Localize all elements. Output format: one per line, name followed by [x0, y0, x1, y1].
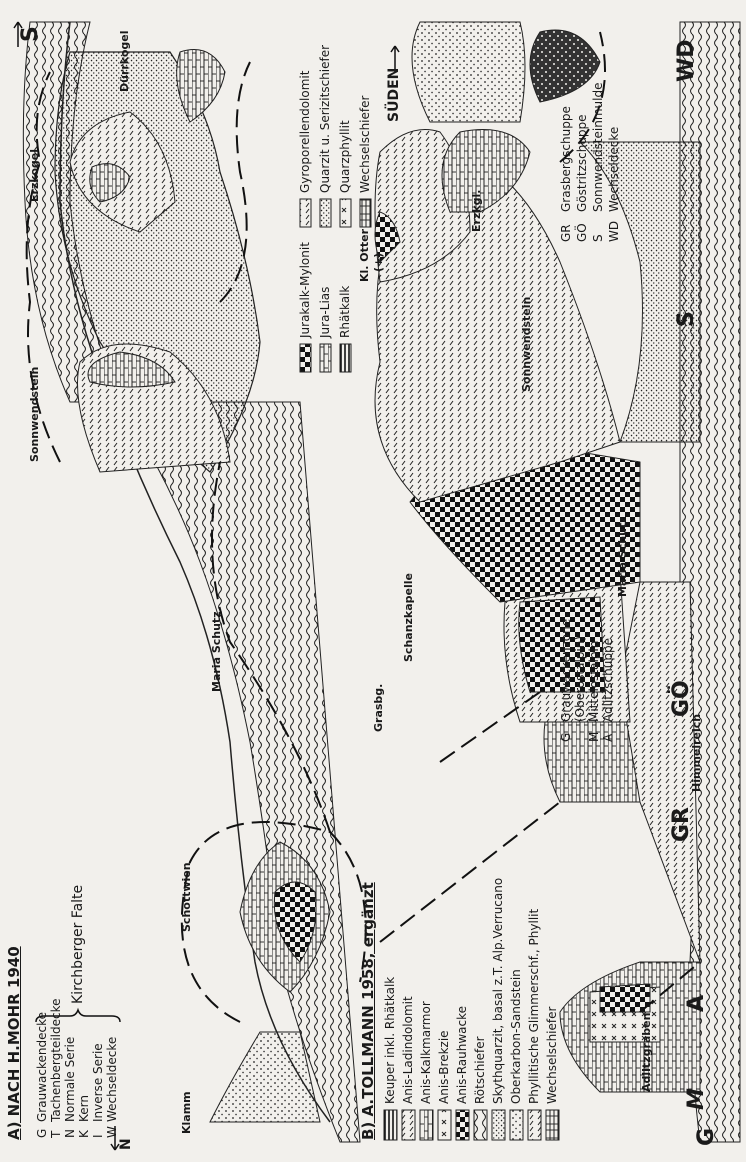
legend-b-7: Skythquarzit, basal z.T. Alp.Verrucano: [492, 878, 505, 1104]
unit-g: G: [700, 1128, 713, 1146]
place-sonnwendstein-b: Sonnwendstein: [520, 297, 533, 392]
legend-mid-2: Jura-Lias: [319, 287, 332, 338]
legend-b-1: Keuper inkl. Rhätkalk: [384, 977, 397, 1104]
north-label: N: [120, 1138, 133, 1150]
south-label-b: SÜDEN: [388, 68, 401, 122]
section-a-title: A) NACH H.MOHR 1940: [8, 946, 21, 1140]
abbrev-right-text-4: Wechseldecke: [608, 127, 621, 212]
abbrev-right-text-2: Göstritzschuppe: [576, 114, 589, 212]
legend-b-9: Phyllitische Glimmerschf., Phyllit: [528, 909, 541, 1104]
south-label-a: S: [24, 26, 37, 42]
legend-right-2: Quarzit u. Serizitschiefer: [319, 45, 332, 193]
legend-code-g: G: [36, 1129, 49, 1138]
legend-code-k: K: [78, 1130, 91, 1138]
legend-b-6: Rötschiefer: [474, 1036, 487, 1104]
legend-code-w: W: [106, 1126, 119, 1138]
legend-right-1: Gyroporellendolomit: [299, 71, 312, 193]
place-grasbg: Grasbg.: [372, 684, 385, 732]
legend-b-4: Anis-Brekzie: [438, 1030, 451, 1104]
section-b-title: B) A.TOLLMANN 1958, ergänzt: [362, 882, 375, 1140]
section-b-profile: [375, 22, 740, 1142]
abbrev-left-text-4: Adlitzschuppe: [602, 638, 615, 722]
place-himmelreich: Himmelreich: [690, 714, 703, 792]
unit-a: A: [690, 995, 703, 1012]
unit-m: M: [690, 1088, 703, 1110]
place-erzkogel: Erzkogel: [28, 149, 41, 202]
abbrev-left-text-3: Mittelostalpin: [588, 641, 601, 722]
section-a-lower-slope: [210, 1032, 320, 1122]
place-kl-otter: Kl. Otter: [358, 229, 371, 282]
place-erzkgl: Erzkgl.: [470, 190, 483, 232]
section-b-legend-boxes: [384, 1110, 559, 1140]
abbrev-left-code-3: M: [588, 732, 601, 742]
place-schottwien: Schottwien: [180, 862, 193, 932]
abbrev-right-text-3: Sonnwendsteinmulde: [592, 83, 605, 213]
place-durrkogel: Dürrkogel: [118, 31, 131, 93]
legend-right-4: Wechselschiefer: [359, 96, 372, 193]
section-b-wd-lens: [530, 30, 600, 102]
legend-code-n: N: [64, 1129, 77, 1138]
place-maria-schutz-b: Maria Schutz: [616, 516, 629, 597]
legend-code-i: I: [92, 1134, 105, 1138]
legend-text-t: Tachenbergteildecke: [50, 999, 63, 1123]
place-klamm: Klamm: [180, 1091, 193, 1134]
legend-b-5: Anis-Rauhwacke: [456, 1006, 469, 1104]
legend-b-2: Anis-Ladindolomit: [402, 996, 415, 1104]
place-maria-schutz-a: Maria Schutz: [210, 611, 223, 692]
legend-text-k: Kern: [78, 1095, 91, 1122]
section-b-upper-dots: [412, 22, 525, 122]
legend-text-w: Wechseldecke: [106, 1037, 119, 1122]
abbrev-right-code-4: WD: [608, 221, 621, 242]
unit-go: GÖ: [675, 680, 688, 717]
legend-code-t: T: [50, 1131, 63, 1138]
legend-right-3: Quarzphyllit: [339, 120, 352, 193]
abbrev-right-code-2: GÖ: [576, 223, 589, 242]
section-b-adlitz-dark: [600, 984, 650, 1012]
legend-b-8: Oberkarbon-Sandstein: [510, 969, 523, 1104]
legend-text-g: Grauwackendecke: [36, 1012, 49, 1122]
unit-wd: WD: [680, 39, 693, 82]
legend-text-i: Inverse Serie: [92, 1043, 105, 1122]
unit-gr: GR: [675, 807, 688, 842]
unit-s: S: [680, 311, 693, 327]
abbrev-left-code-1: G: [560, 733, 573, 742]
place-cross-mark: (+): [372, 253, 385, 272]
place-sonnwendstein-a: Sonnwendstein: [28, 367, 41, 462]
place-schanzkapelle: Schanzkapelle: [402, 573, 415, 662]
abbrev-left-text-1: Grauwackenzone: [560, 619, 573, 722]
legend-text-n: Normale Serie: [64, 1037, 77, 1122]
abbrev-right-code-1: GR: [560, 224, 573, 242]
legend-mid-1: Jurakalk-Mylonit: [299, 242, 312, 338]
abbrev-left-text-2: (Oberostalpin): [574, 636, 587, 722]
abbrev-right-text-1: Grasbergschuppe: [560, 106, 573, 212]
abbrev-right-code-3: S: [592, 234, 605, 242]
kirchberger-label: Kirchberger Falte: [72, 885, 85, 1004]
legend-mid-3: Rhätkalk: [339, 286, 352, 338]
place-adlitzgraben: Adlitzgraben: [640, 1013, 653, 1092]
legend-b-10: Wechselschiefer: [546, 1007, 559, 1104]
abbrev-left-code-4: A: [602, 734, 615, 742]
legend-b-3: Anis-Kalkmarmor: [420, 1001, 433, 1104]
